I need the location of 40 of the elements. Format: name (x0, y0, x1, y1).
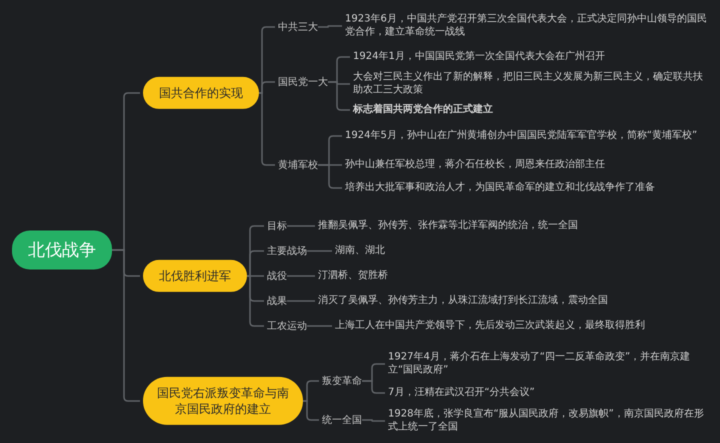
branch-label: 工农运动 (267, 318, 307, 334)
leaf-text: 1927年4月，蒋介石在上海发动了“四一二反革命政变”，并在南京建立“国民政府” (388, 352, 712, 376)
branch-label: 中共三大 (278, 19, 318, 35)
branch-label: 战役 (267, 268, 287, 284)
connector-line (259, 81, 275, 94)
topic-pill: 北伐胜利进军 (143, 260, 247, 292)
leaf-text: 孙中山兼任军校总理，蒋介石任校长，周恩来任政治部主任 (345, 158, 605, 172)
leaf-text: 消灭了吴佩孚、孙传芳主力，从珠江流域打到长江流域，震动全国 (318, 294, 608, 308)
topic-pill: 国民党右派叛变革命与南京国民政府的建立 (143, 376, 303, 426)
root-topic-pill: 北伐战争 (12, 230, 112, 270)
connector-line (362, 419, 385, 422)
leaf-text: 1928年底，张学良宣布“服从国民政府，改易旗帜”，南京国民政府在形式上统一了全国 (388, 408, 712, 434)
leaf-text: 推翻吴佩孚、孙传芳、张作霖等北洋军阀的统治，统一全国 (318, 220, 578, 232)
branch-label: 黄埔军校 (278, 157, 318, 173)
connector-line (287, 225, 315, 227)
branch-label: 目标 (267, 218, 287, 234)
leaf-text: 大会对三民主义作出了新的解释，把旧三民主义发展为新三民主义，确定联共扶助农工三大政策 (353, 72, 712, 96)
leaf-text: 培养出大批军事和政治人才，为国民革命军的建立和北伐战争作了准备 (345, 182, 655, 194)
leaf-text: 1924年5月，孙中山在广州黄埔创办中国国民党陆军军官学校，简称“黄埔军校” (345, 130, 698, 142)
branch-label: 国民党一大 (278, 74, 328, 90)
leaf-text: 1923年6月，中国共产党召开第三次全国代表大会，正式决定同孙中山领导的国民党合作，建立革命统一战线 (345, 14, 712, 38)
topic-pill: 国共合作的实现 (143, 76, 259, 110)
connector-line (112, 249, 140, 402)
branch-label: 统一全国 (322, 412, 362, 428)
leaf-text: 汀泗桥、贺胜桥 (318, 270, 388, 282)
leaf-text: 标志着国共两党合作的正式建立 (353, 104, 493, 116)
leaf-text: 1924年1月，中国国民党第一次全国代表大会在广州召开 (353, 50, 605, 64)
connector-line (247, 250, 264, 277)
connector-line (287, 300, 315, 302)
connector-line (362, 380, 385, 394)
leaf-text: 上海工人在中国共产党领导下，先后发动三次武装起义，最终取得胜利 (335, 320, 645, 332)
branch-label: 主要战场 (267, 243, 307, 259)
connector-line (287, 275, 315, 277)
connector-line (307, 250, 332, 252)
branch-label: 叛变革命 (322, 373, 362, 389)
leaf-text: 湖南、湖北 (335, 244, 385, 258)
leaf-text: 7月，汪精在武汉召开“分共会议” (388, 386, 535, 400)
branch-label: 战果 (267, 293, 287, 309)
connector-line (307, 325, 332, 327)
connector-line (318, 25, 342, 28)
